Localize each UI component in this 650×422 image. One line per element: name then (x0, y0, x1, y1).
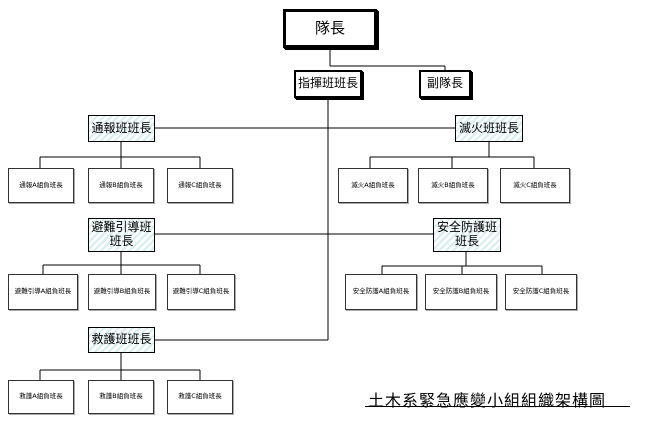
member-label: 滅火A組負班長 (351, 180, 395, 189)
member-label: 通報B組負班長 (99, 180, 143, 189)
member-label: 避難引導A組負班長 (14, 287, 72, 296)
evacuation-team-leader-box: 避難引導班班長 (88, 218, 155, 252)
firefighting-team-leader-label: 滅火班班長 (458, 120, 519, 135)
member-label: 安全防護C組負班長 (512, 287, 570, 296)
member-box: 滅火A組負班長 (338, 168, 408, 203)
member-box: 安全防護A組負班長 (345, 274, 417, 310)
safety-team-leader-box: 安全防護班班長 (433, 218, 501, 252)
caption-underline (365, 406, 630, 407)
notify-team-leader-label: 通報班班長 (91, 120, 152, 135)
member-box: 滅火C組負班長 (500, 168, 570, 203)
member-label: 滅火B組負班長 (431, 180, 475, 189)
captain-box: 隊長 (283, 9, 377, 48)
member-label: 避難引導C組負班長 (172, 287, 230, 296)
member-box: 滅火B組負班長 (418, 168, 488, 203)
firefighting-team-leader-box: 滅火班班長 (455, 115, 523, 142)
member-box: 救護B組負班長 (88, 380, 154, 414)
vice-captain-box: 副隊長 (419, 70, 471, 98)
command-leader-box: 指揮班班長 (294, 70, 362, 98)
member-box: 通報A組負班長 (8, 168, 74, 203)
member-box: 救護A組負班長 (8, 380, 74, 414)
captain-label: 隊長 (314, 18, 345, 37)
notify-team-leader-box: 通報班班長 (88, 115, 155, 142)
command-leader-label: 指揮班班長 (297, 76, 358, 91)
member-label: 救護C組負班長 (178, 392, 222, 401)
member-label: 通報A組負班長 (19, 180, 63, 189)
member-box: 安全防護B組負班長 (425, 274, 497, 310)
rescue-team-leader-box: 救護班班長 (88, 327, 155, 353)
member-label: 滅火C組負班長 (513, 180, 557, 189)
member-label: 救護B組負班長 (99, 392, 143, 401)
rescue-team-leader-label: 救護班班長 (91, 332, 152, 347)
safety-team-leader-label: 安全防護班班長 (436, 220, 497, 248)
member-box: 避難引導A組負班長 (8, 274, 78, 310)
member-box: 通報B組負班長 (88, 168, 154, 203)
member-label: 通報C組負班長 (178, 180, 222, 189)
member-label: 安全防護B組負班長 (432, 287, 490, 296)
vice-captain-label: 副隊長 (426, 76, 463, 91)
member-label: 救護A組負班長 (19, 392, 63, 401)
member-box: 救護C組負班長 (167, 380, 233, 414)
member-box: 通報C組負班長 (167, 168, 233, 203)
chart-caption: 土木系緊急應變小組組織架構圖 (368, 391, 607, 410)
member-box: 安全防護C組負班長 (505, 274, 577, 310)
evacuation-team-leader-label: 避難引導班班長 (91, 220, 152, 248)
member-box: 避難引導B組負班長 (88, 274, 156, 310)
member-box: 避難引導C組負班長 (167, 274, 235, 310)
member-label: 安全防護A組負班長 (352, 287, 410, 296)
member-label: 避難引導B組負班長 (93, 287, 151, 296)
